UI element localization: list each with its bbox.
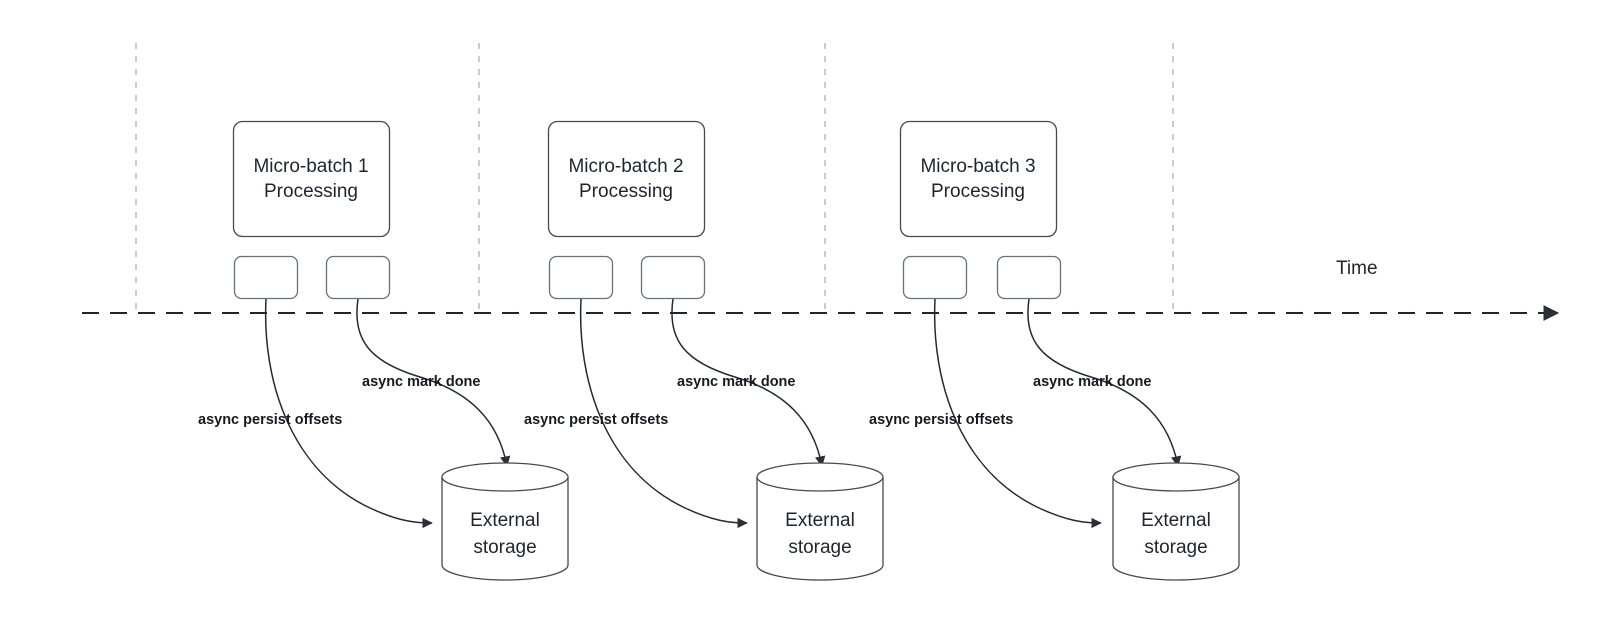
micro-batch-1-async-persist-offsets-label: async persist offsets [198, 412, 342, 428]
micro-batch-1-title-line1: Micro-batch 1 [253, 156, 368, 177]
micro-batch-2-async-persist-offsets-edge [579, 298, 748, 529]
external-storage-1[interactable]: External storage [441, 462, 569, 581]
micro-batch-2-async-mark-done-edge [671, 298, 826, 467]
external-storage-3[interactable]: External storage [1112, 462, 1240, 581]
timeline-axis: Time [82, 258, 1560, 321]
micro-batch-1-task-box-2[interactable] [325, 255, 391, 300]
external-storage-3-body [1112, 476, 1240, 581]
micro-batch-1-async-persist-offsets-edge [264, 298, 433, 529]
micro-batch-1-async-mark-done-label: async mark done [362, 374, 480, 390]
external-storage-1-label-line1: External [470, 510, 540, 531]
external-storage-2-body [756, 476, 884, 581]
micro-batch-2-title-line1: Micro-batch 2 [568, 156, 683, 177]
micro-batch-2-group: Micro-batch 2 Processing async persist o… [524, 120, 884, 581]
external-storage-3-top-ellipse [1112, 462, 1240, 492]
external-storage-1-body [441, 476, 569, 581]
micro-batch-2-async-persist-offsets-label: async persist offsets [524, 412, 668, 428]
external-storage-2[interactable]: External storage [756, 462, 884, 581]
micro-batch-2-async-mark-done-label: async mark done [677, 374, 795, 390]
micro-batch-3-box[interactable] [899, 120, 1058, 238]
gridlines-group [135, 43, 1174, 313]
micro-batch-3-title-line1: Micro-batch 3 [920, 156, 1035, 177]
micro-batch-3-async-mark-done-edge [1027, 298, 1182, 467]
micro-batch-3-title-line2: Processing [931, 181, 1025, 202]
micro-batch-3-group: Micro-batch 3 Processing async persist o… [869, 120, 1240, 581]
external-storage-3-label-line1: External [1141, 510, 1211, 531]
micro-batch-1-box[interactable] [232, 120, 391, 238]
micro-batch-3-async-mark-done-label: async mark done [1033, 374, 1151, 390]
micro-batch-2-task-box-1[interactable] [548, 255, 614, 300]
external-storage-2-label-line2: storage [788, 537, 851, 558]
time-axis-label: Time [1336, 258, 1378, 279]
micro-batch-3-task-box-1[interactable] [902, 255, 968, 300]
external-storage-2-top-ellipse [756, 462, 884, 492]
micro-batch-2-task-box-2[interactable] [640, 255, 706, 300]
micro-batch-2-box[interactable] [547, 120, 706, 238]
external-storage-1-label-line2: storage [473, 537, 536, 558]
micro-batch-3-async-persist-offsets-edge [933, 298, 1102, 529]
micro-batch-3-task-box-2[interactable] [996, 255, 1062, 300]
micro-batch-3-async-persist-offsets-label: async persist offsets [869, 412, 1013, 428]
micro-batch-1-group: Micro-batch 1 Processing async persist o… [198, 120, 569, 581]
external-storage-3-label-line2: storage [1144, 537, 1207, 558]
external-storage-1-top-ellipse [441, 462, 569, 492]
micro-batch-1-task-box-1[interactable] [233, 255, 299, 300]
micro-batch-1-async-mark-done-edge [356, 298, 511, 467]
micro-batch-2-title-line2: Processing [579, 181, 673, 202]
external-storage-2-label-line1: External [785, 510, 855, 531]
micro-batch-1-title-line2: Processing [264, 181, 358, 202]
